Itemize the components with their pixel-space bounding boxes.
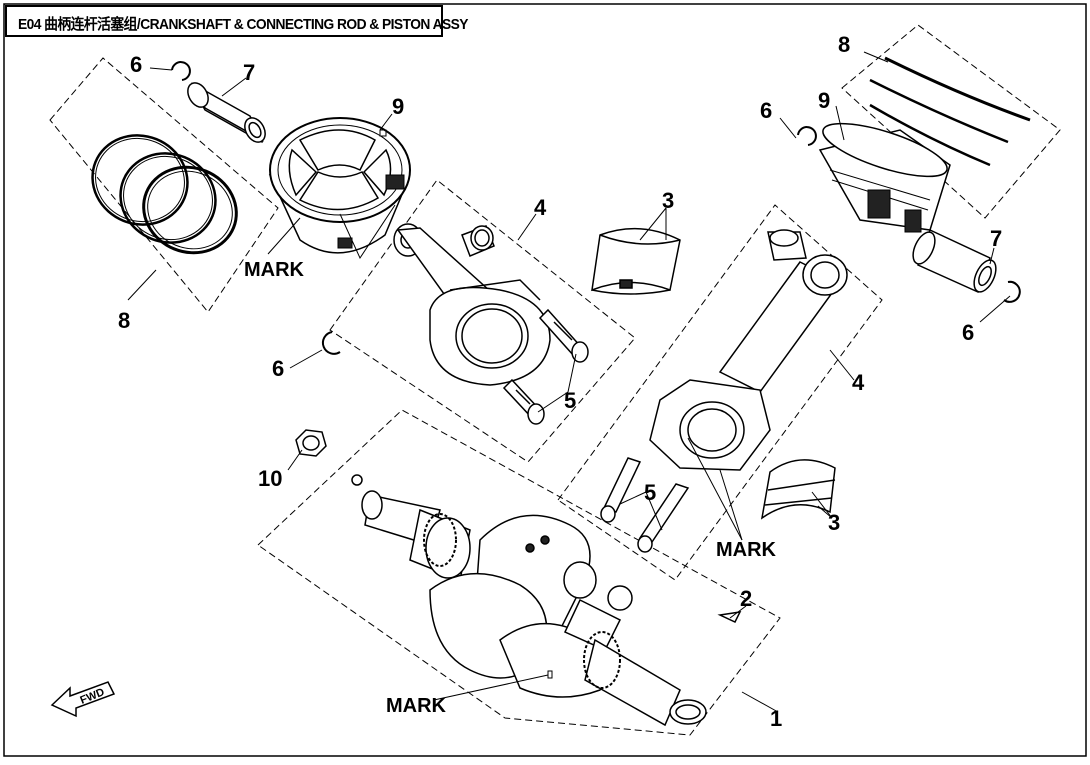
page-border: [3, 3, 1087, 757]
conrod-bolts-right: [600, 457, 690, 553]
page-title: E04 曲柄连杆活塞组/CRANKSHAFT & CONNECTING ROD …: [18, 16, 469, 33]
bearing-shell-top: [591, 227, 681, 295]
bearing-shell-right: [760, 459, 836, 520]
callout-7-left: 7: [243, 60, 255, 85]
connecting-rod-right: [649, 254, 848, 471]
callout-1: 1: [770, 706, 782, 731]
woodruff-key: [717, 611, 742, 623]
crankshaft-gears: [423, 513, 621, 689]
callout-7-right: 7: [990, 226, 1002, 251]
piston-left: [268, 117, 411, 260]
mark-label-conrod: MARK: [716, 539, 777, 561]
callout-8-left: 8: [118, 308, 130, 333]
callout-6-top-left: 6: [130, 52, 142, 77]
callout-6-right: 6: [962, 320, 974, 345]
mark-label-crankshaft: MARK: [386, 695, 447, 717]
fwd-arrow: FWD: [50, 681, 116, 718]
piston-pin-left: [187, 82, 266, 144]
fwd-label: FWD: [79, 686, 107, 707]
circlip-mid-left: [321, 331, 341, 355]
callout-3-right: 3: [828, 510, 840, 535]
leader-lines: [127, 51, 1011, 713]
mark-label-piston: MARK: [244, 259, 305, 281]
crankshaft: [361, 490, 707, 727]
callout-4-left: 4: [534, 195, 547, 220]
callout-6-top-right: 6: [760, 98, 772, 123]
connecting-rod-left: [393, 223, 551, 386]
callout-9-right: 9: [818, 88, 830, 113]
crankshaft-group: [257, 409, 781, 736]
mark-symbol-crank: [547, 670, 553, 679]
conrod-right-group: [557, 204, 883, 581]
steel-ball: [351, 474, 363, 486]
small-end-bushing-left: [461, 225, 495, 257]
piston-pin-right: [912, 228, 997, 294]
callout-8-right: 8: [838, 32, 850, 57]
piston-rings-left: [91, 134, 238, 255]
circlip-top-right: [797, 126, 817, 146]
ring-set-left-group: [49, 57, 279, 313]
piston-rings-right: [869, 56, 1031, 167]
title-box: E04 曲柄连杆活塞组/CRANKSHAFT & CONNECTING ROD …: [5, 5, 469, 37]
callout-4-right: 4: [852, 370, 865, 395]
callout-9-left: 9: [392, 94, 404, 119]
callout-10: 10: [258, 466, 282, 491]
circlip-top-left: [171, 61, 191, 81]
circlip-right: [1003, 280, 1021, 303]
conrod-bolts-left: [502, 308, 589, 425]
piston-right: [818, 122, 951, 233]
crank-nut: [295, 429, 327, 457]
callout-5-left: 5: [564, 388, 576, 413]
callout-6-mid-left: 6: [272, 356, 284, 381]
small-end-bushing-right: [767, 229, 807, 261]
callout-3-top: 3: [662, 188, 674, 213]
callout-2: 2: [740, 586, 752, 611]
callout-5-right: 5: [644, 480, 656, 505]
mark-symbol-piston: [379, 129, 387, 137]
